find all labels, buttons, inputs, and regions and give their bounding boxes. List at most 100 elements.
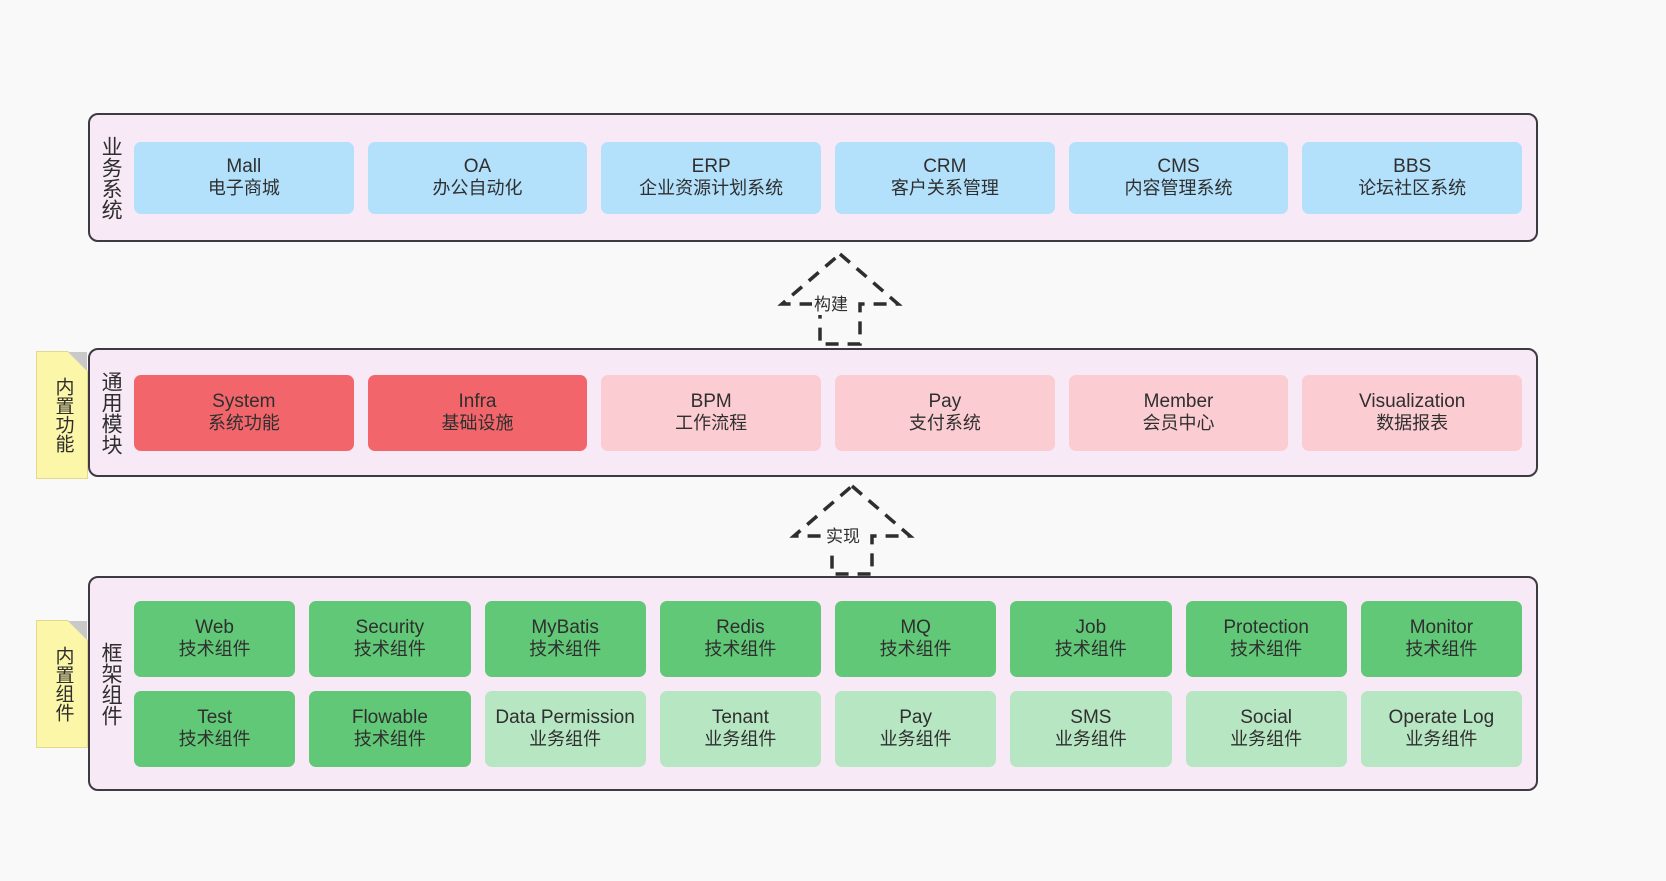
layer-title-business-system: 业务系统 (99, 135, 123, 220)
connector-build-arrow-icon (777, 251, 903, 346)
card-title-cn: 技术组件 (1405, 639, 1478, 660)
card-title-cn: 内容管理系统 (1124, 178, 1233, 199)
card-title-en: CMS (1157, 155, 1200, 177)
card-oa[interactable]: OA 办公自动化 (367, 141, 588, 214)
card-test[interactable]: Test 技术组件 (134, 690, 296, 767)
card-title-en: Data Permission (495, 706, 635, 728)
card-operate-log[interactable]: Operate Log 业务组件 (1360, 690, 1522, 767)
card-title-en: Protection (1223, 616, 1309, 638)
card-title-en: Operate Log (1388, 706, 1495, 728)
card-title-cn: 业务组件 (529, 729, 602, 750)
card-title-en: Social (1240, 706, 1292, 728)
note-builtin-component: 内置组件 (36, 620, 88, 748)
card-crm[interactable]: CRM 客户关系管理 (835, 141, 1055, 214)
card-flowable[interactable]: Flowable 技术组件 (309, 690, 471, 767)
card-title-en: CRM (923, 155, 967, 177)
card-row: System 系统功能 Infra 基础设施 BPM 工作流程 Pay 支付系统… (134, 374, 1523, 451)
card-title-cn: 技术组件 (178, 729, 251, 750)
card-sms[interactable]: SMS 业务组件 (1010, 690, 1172, 767)
connector-build-label: 构建 (812, 290, 850, 315)
layer-business-system: 业务系统 Mall 电子商城 OA 办公自动化 ERP 企业资源计划系统 CRM (88, 113, 1538, 242)
layer-body-framework-component: Web 技术组件 Security 技术组件 MyBatis 技术组件 Redi… (130, 578, 1536, 789)
layer-title-framework-component: 框架组件 (99, 641, 123, 726)
layer-common-module: 通用模块 System 系统功能 Infra 基础设施 BPM 工作流程 Pay (88, 348, 1538, 477)
card-title-en: BPM (690, 390, 732, 412)
card-social[interactable]: Social 业务组件 (1185, 690, 1347, 767)
card-title-cn: 论坛社区系统 (1358, 178, 1467, 199)
card-security[interactable]: Security 技术组件 (309, 600, 471, 677)
card-job[interactable]: Job 技术组件 (1010, 600, 1172, 677)
card-title-en: Job (1075, 616, 1107, 638)
card-protection[interactable]: Protection 技术组件 (1185, 600, 1347, 677)
connector-implement-label: 实现 (824, 522, 862, 547)
card-infra[interactable]: Infra 基础设施 (367, 374, 588, 451)
card-row: Mall 电子商城 OA 办公自动化 ERP 企业资源计划系统 CRM 客户关系… (134, 141, 1523, 214)
note-builtin-function: 内置功能 (36, 351, 88, 479)
card-title-en: SMS (1070, 706, 1112, 728)
card-bbs[interactable]: BBS 论坛社区系统 (1302, 141, 1523, 214)
card-title-cn: 技术组件 (178, 639, 251, 660)
card-monitor[interactable]: Monitor 技术组件 (1360, 600, 1522, 677)
card-pay-component[interactable]: Pay 业务组件 (835, 690, 997, 767)
card-mybatis[interactable]: MyBatis 技术组件 (484, 600, 646, 677)
connector-build: 构建 (750, 248, 930, 350)
card-mall[interactable]: Mall 电子商城 (134, 141, 354, 214)
card-title-cn: 电子商城 (207, 178, 280, 199)
card-title-cn: 技术组件 (353, 729, 426, 750)
note-label: 内置组件 (52, 646, 74, 722)
card-title-cn: 业务组件 (1054, 729, 1127, 750)
card-title-cn: 系统功能 (207, 413, 280, 434)
card-title-en: Infra (458, 390, 497, 412)
card-member[interactable]: Member 会员中心 (1068, 374, 1289, 451)
card-title-cn: 技术组件 (879, 639, 952, 660)
card-data-permission[interactable]: Data Permission 业务组件 (484, 690, 646, 767)
card-title-en: Redis (716, 616, 765, 638)
card-title-en: Security (355, 616, 425, 638)
layer-body-common-module: System 系统功能 Infra 基础设施 BPM 工作流程 Pay 支付系统… (130, 350, 1536, 475)
card-title-en: Tenant (711, 706, 769, 728)
card-title-en: Member (1143, 390, 1214, 412)
card-title-cn: 业务组件 (1405, 729, 1478, 750)
connector-implement: 实现 (762, 480, 942, 580)
card-row: Web 技术组件 Security 技术组件 MyBatis 技术组件 Redi… (134, 600, 1522, 677)
note-label: 内置功能 (52, 377, 74, 453)
card-title-cn: 技术组件 (529, 639, 602, 660)
card-title-en: MyBatis (531, 616, 599, 638)
card-system[interactable]: System 系统功能 (134, 374, 354, 451)
card-title-cn: 技术组件 (1054, 639, 1127, 660)
layer-body-business-system: Mall 电子商城 OA 办公自动化 ERP 企业资源计划系统 CRM 客户关系… (130, 115, 1536, 240)
card-title-cn: 业务组件 (879, 729, 952, 750)
card-title-en: Web (195, 616, 234, 638)
card-title-en: Mall (226, 155, 262, 177)
card-title-cn: 客户关系管理 (890, 178, 999, 199)
card-title-en: MQ (900, 616, 931, 638)
card-title-cn: 基础设施 (441, 413, 514, 434)
card-title-en: Pay (899, 706, 932, 728)
card-title-cn: 业务组件 (1230, 729, 1303, 750)
card-mq[interactable]: MQ 技术组件 (835, 600, 997, 677)
card-tenant[interactable]: Tenant 业务组件 (659, 690, 821, 767)
card-title-cn: 工作流程 (675, 413, 748, 434)
card-redis[interactable]: Redis 技术组件 (659, 600, 821, 677)
card-title-en: Flowable (351, 706, 428, 728)
card-title-en: Pay (928, 390, 962, 412)
card-web[interactable]: Web 技术组件 (134, 600, 296, 677)
layer-title-common-module: 通用模块 (99, 370, 123, 455)
card-title-en: System (212, 390, 276, 412)
layer-framework-component: 框架组件 Web 技术组件 Security 技术组件 MyBatis 技术组件… (88, 576, 1538, 791)
card-title-en: Monitor (1409, 616, 1474, 638)
card-title-en: OA (463, 155, 492, 177)
card-title-cn: 办公自动化 (432, 178, 523, 199)
card-title-en: ERP (691, 155, 731, 177)
card-title-cn: 技术组件 (704, 639, 777, 660)
card-pay-module[interactable]: Pay 支付系统 (835, 374, 1055, 451)
card-erp[interactable]: ERP 企业资源计划系统 (601, 141, 822, 214)
card-title-en: Visualization (1359, 390, 1466, 412)
card-cms[interactable]: CMS 内容管理系统 (1068, 141, 1289, 214)
card-title-cn: 技术组件 (1230, 639, 1303, 660)
card-title-cn: 会员中心 (1142, 413, 1215, 434)
card-visualization[interactable]: Visualization 数据报表 (1302, 374, 1523, 451)
card-bpm[interactable]: BPM 工作流程 (601, 374, 822, 451)
card-title-cn: 支付系统 (908, 413, 981, 434)
